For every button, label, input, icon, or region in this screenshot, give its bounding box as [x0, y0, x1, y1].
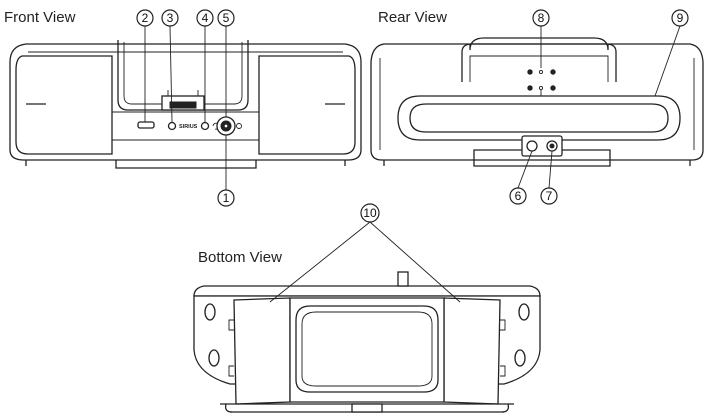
svg-text:10: 10: [363, 206, 377, 220]
svg-text:8: 8: [538, 11, 545, 25]
callout-7: 7: [540, 150, 558, 205]
callout-10: 10: [269, 203, 461, 303]
callout-9: 9: [654, 9, 689, 97]
svg-text:9: 9: [677, 11, 684, 25]
rear-view-title: Rear View: [378, 9, 447, 26]
bottom-view-title: Bottom View: [198, 249, 282, 266]
callout-3: 3: [161, 9, 179, 123]
svg-text:2: 2: [142, 11, 149, 25]
front-view-title: Front View: [4, 9, 76, 26]
bottom-view: Bottom View: [193, 203, 541, 413]
rear-view-device: [370, 37, 704, 167]
callout-8: 8: [532, 9, 550, 68]
front-view-device: SIRIUS: [9, 40, 362, 169]
callout-4: 4: [196, 9, 214, 122]
callout-1: 1: [217, 135, 235, 207]
svg-text:7: 7: [546, 189, 553, 203]
svg-text:6: 6: [515, 189, 522, 203]
rear-view: Rear View: [370, 9, 704, 205]
callout-2: 2: [136, 9, 154, 122]
bottom-view-device: [193, 271, 541, 413]
front-view: Front View SIRIUS: [4, 9, 362, 207]
callout-5: 5: [217, 9, 235, 117]
svg-text:1: 1: [223, 191, 230, 205]
sirius-logo-text: SIRIUS: [179, 124, 198, 130]
svg-text:5: 5: [223, 11, 230, 25]
callout-6: 6: [509, 150, 533, 205]
svg-text:4: 4: [202, 11, 209, 25]
svg-text:3: 3: [167, 11, 174, 25]
